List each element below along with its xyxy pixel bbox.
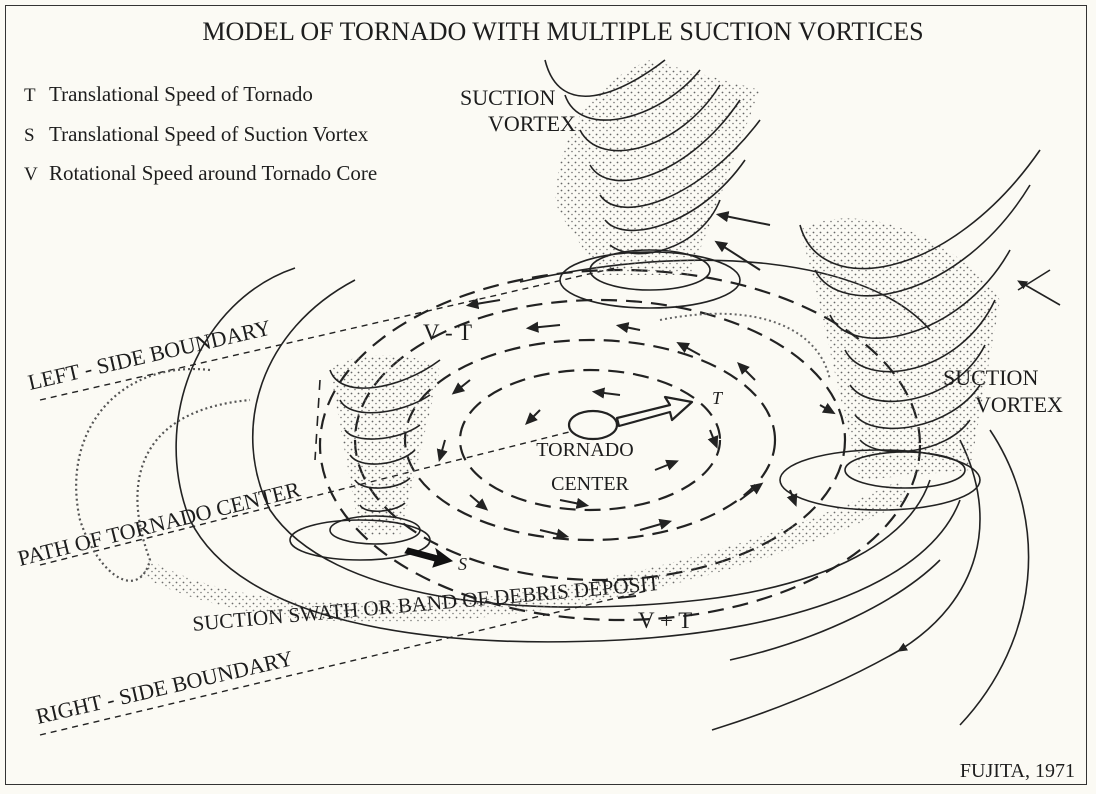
outer-flow-lines [175,259,1061,731]
suction-vortex-left: S [289,355,467,574]
legend-text-t: Translational Speed of Tornado [49,82,313,106]
legend-text-v: Rotational Speed around Tornado Core [49,161,377,185]
tornado-center-label-line1: TORNADO [536,439,633,461]
t-marker-label: T [712,388,724,408]
credit-label: FUJITA, 1971 [960,760,1075,782]
left-side-boundary-line [39,267,616,401]
core-arrows [436,211,836,540]
right-side-boundary-label: RIGHT - SIDE BOUNDARY [34,645,296,729]
tornado-center-marker [567,409,619,441]
suction-vortex-top-label-line2: VORTEX [488,111,576,136]
tornado-center [567,395,694,441]
diagram-title: MODEL OF TORNADO WITH MULTIPLE SUCTION V… [202,17,923,46]
legend: T Translational Speed of Tornado S Trans… [24,82,377,185]
legend-symbol-t: T [24,85,36,106]
suction-vortex-top: SUCTION VORTEX [460,59,761,309]
suction-vortex-right-label-line2: VORTEX [975,392,1063,417]
s-marker-label: S [458,554,467,574]
suction-swath-band [140,480,910,623]
suction-vortex-right-label-line1: SUCTION [943,365,1038,390]
diagram-frame [5,5,1087,785]
path-of-tornado-center-line [39,427,586,566]
boundary-lines [39,267,651,736]
path-of-tornado-center-label: PATH OF TORNADO CENTER [15,476,303,570]
legend-text-s: Translational Speed of Suction Vortex [49,122,369,146]
legend-symbol-v: V [24,164,38,185]
suction-vortex-right: SUCTION VORTEX [779,149,1063,511]
v-minus-t-label: V - T [423,320,472,345]
translation-arrow-icon [615,395,694,428]
suction-vortex-motion-arrow [404,547,454,568]
legend-symbol-s: S [24,125,35,146]
suction-vortex-top-label-line1: SUCTION [460,85,555,110]
tornado-center-label-line2: CENTER [551,473,629,495]
v-plus-t-label: V + T [638,608,692,633]
